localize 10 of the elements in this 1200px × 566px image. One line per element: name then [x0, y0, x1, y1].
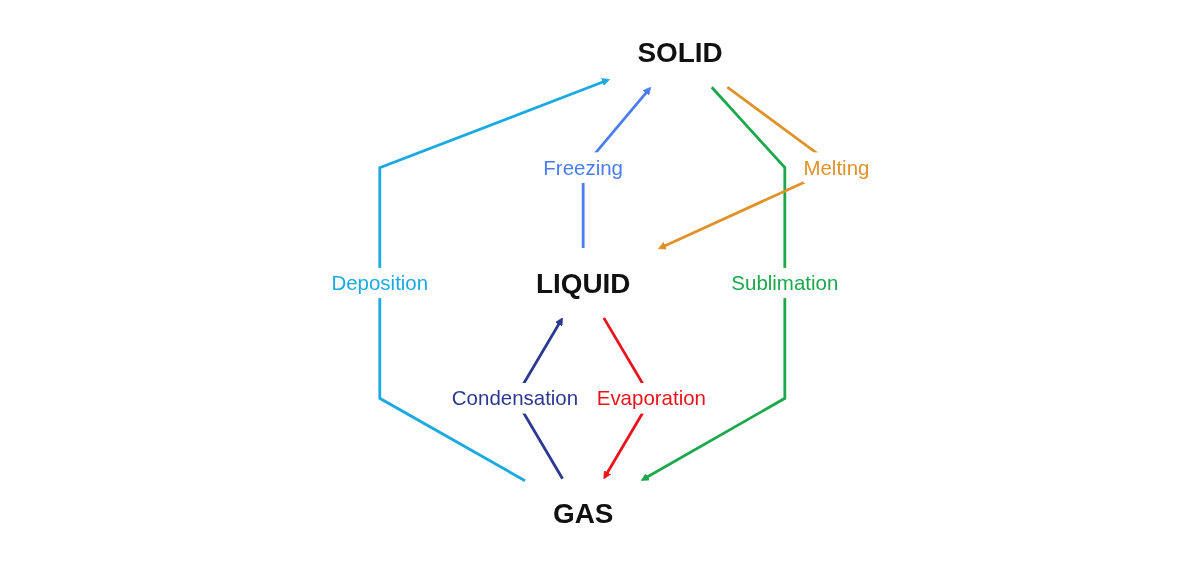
node-text: SOLID: [636, 36, 723, 68]
node-text: GAS: [552, 498, 613, 530]
arrow: [640, 86, 786, 481]
edge-label: Deposition: [331, 271, 428, 295]
edge-label: Sublimation: [730, 271, 838, 295]
edge-label: Condensation: [451, 386, 578, 410]
edge-label: Freezing: [542, 156, 623, 180]
edge-label: Melting: [803, 156, 869, 180]
node-text: LIQUID: [535, 267, 631, 299]
edge-label: Evaporation: [596, 386, 706, 410]
